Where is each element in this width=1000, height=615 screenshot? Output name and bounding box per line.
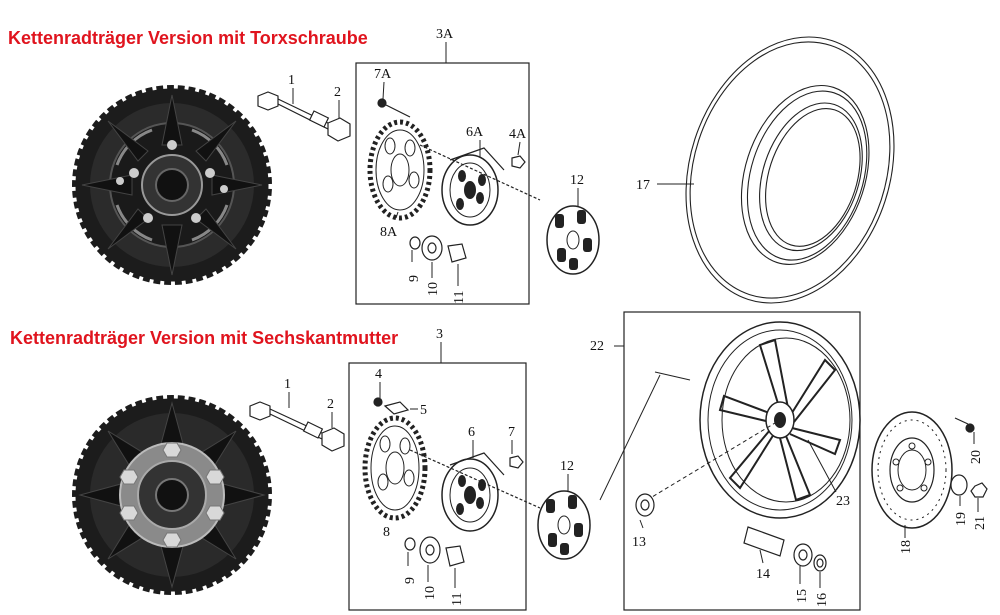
leader-lines <box>288 42 979 588</box>
group-boxes <box>348 62 861 611</box>
callout-3A: 3A <box>436 27 454 42</box>
sprocket-photo-torx <box>68 81 276 289</box>
wheel-small-parts <box>635 493 827 572</box>
callout-1-top: 1 <box>288 73 295 88</box>
callout-12-bottom: 12 <box>560 459 574 474</box>
callout-12-top: 12 <box>570 173 584 188</box>
callout-10-bottom: 10 <box>423 586 438 600</box>
callout-9-bottom: 9 <box>403 577 418 584</box>
callout-11-top: 11 <box>452 291 467 304</box>
small-parts-top <box>377 98 541 263</box>
callout-15: 15 <box>795 589 810 603</box>
callout-10-top: 10 <box>426 282 441 296</box>
callout-7: 7 <box>508 425 515 440</box>
callout-8A: 8A <box>380 225 398 240</box>
callout-14: 14 <box>756 567 770 582</box>
callout-13: 13 <box>632 535 646 550</box>
callout-9-top: 9 <box>407 275 422 282</box>
disc-bolts <box>950 417 988 498</box>
small-parts-bottom <box>373 397 541 567</box>
callout-2-bottom: 2 <box>327 397 334 412</box>
callout-20: 20 <box>969 450 984 464</box>
callout-6A: 6A <box>466 125 484 140</box>
callout-4: 4 <box>375 367 382 382</box>
cush-drive-top <box>546 205 600 275</box>
callout-17: 17 <box>636 178 650 193</box>
callout-21: 21 <box>973 516 988 530</box>
cush-drive-bottom <box>537 490 591 560</box>
brake-disc <box>871 411 953 529</box>
callout-16: 16 <box>815 593 830 607</box>
title-torx-version: Kettenradträger Version mit Torxschraube <box>8 28 368 48</box>
callout-8: 8 <box>383 525 390 540</box>
callout-5: 5 <box>420 403 427 418</box>
sprocket-drawing-bottom <box>362 415 428 521</box>
callout-6: 6 <box>468 425 475 440</box>
callout-labels: 1 2 3A 7A 6A 4A 8A 9 10 11 12 17 1 2 3 4… <box>284 27 988 607</box>
callout-22: 22 <box>590 339 604 354</box>
wheel-axis-line <box>599 371 781 501</box>
tyre <box>685 36 895 304</box>
sprocket-photo-hex <box>68 391 276 599</box>
callout-2-top: 2 <box>334 85 341 100</box>
callout-7A: 7A <box>374 67 392 82</box>
callout-3: 3 <box>436 327 443 342</box>
axle-bottom <box>249 401 345 452</box>
callout-23: 23 <box>836 494 850 509</box>
sprocket-carrier-bottom <box>441 452 505 532</box>
sprocket-drawing-top <box>367 119 433 221</box>
sprocket-carrier-top <box>441 147 505 226</box>
callout-1-bottom: 1 <box>284 377 291 392</box>
callout-18: 18 <box>899 540 914 554</box>
axle-top <box>257 91 351 142</box>
callout-4A: 4A <box>509 127 527 142</box>
callout-19: 19 <box>954 512 969 526</box>
title-hex-version: Kettenradträger Version mit Sechskantmut… <box>10 328 399 348</box>
callout-11-bottom: 11 <box>450 593 465 606</box>
